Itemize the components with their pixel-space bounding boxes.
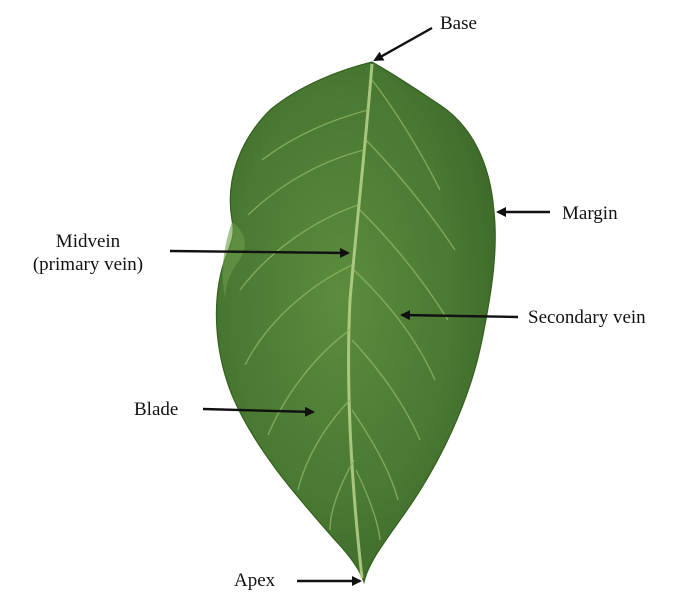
- label-midvein-line1: Midvein: [8, 230, 168, 253]
- label-midvein: Midvein (primary vein): [8, 230, 168, 276]
- label-secondary-vein: Secondary vein: [528, 306, 646, 329]
- label-apex: Apex: [234, 569, 275, 592]
- label-base: Base: [440, 12, 477, 35]
- label-margin: Margin: [562, 202, 618, 225]
- label-midvein-line2: (primary vein): [8, 253, 168, 276]
- label-blade: Blade: [134, 398, 178, 421]
- arrow-base: [375, 28, 432, 60]
